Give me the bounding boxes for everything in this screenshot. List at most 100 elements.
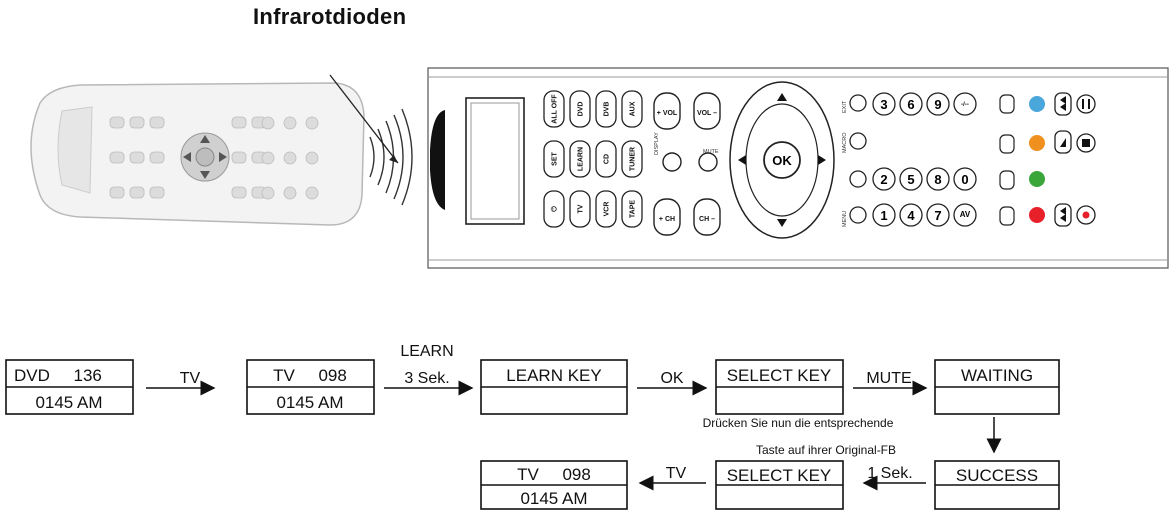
exit-label: EXIT (842, 100, 848, 113)
instruction-line-1: Drücken Sie nun die entsprechende (703, 416, 894, 430)
numpad-key-label: 7 (934, 208, 941, 223)
blue-button (1029, 96, 1045, 112)
box-learn-key-top: LEARN KEY (506, 366, 601, 385)
ir-diode-window (430, 110, 445, 210)
arrow-1sek-label: 1 Sek. (867, 465, 912, 482)
source-button-label: TV (578, 204, 585, 213)
box-waiting-top: WAITING (961, 366, 1033, 385)
source-button-label: DVD (578, 102, 585, 117)
source-button-label: AUX (630, 101, 637, 116)
fast-forward-icon (1060, 96, 1066, 111)
dpad: OK (729, 81, 835, 239)
source-button-label: ⏻ (551, 206, 559, 212)
box-waiting: WAITING (934, 359, 1060, 415)
source-buttons: ALL OFF SET ⏻ DVD LEARN TV DVB CD VCR AUX TUNER TAP… (543, 90, 643, 228)
record-icon (1082, 211, 1090, 219)
lcd-display (465, 97, 525, 225)
numpad-key-outline (899, 203, 923, 227)
source-button-label: TUNER (630, 147, 637, 171)
box-dvd-top: DVD 136 (14, 366, 102, 385)
numpad-key-outline (872, 203, 896, 227)
numpad-key-label: 9 (934, 97, 941, 112)
numpad-key-label: 2 (880, 172, 887, 187)
pause-icon (1082, 99, 1090, 109)
remotes-illustration: ALL OFF SET ⏻ DVD LEARN TV DVB CD VCR AUX TUNER TAP… (30, 67, 1169, 269)
source-button-label: DVB (604, 102, 611, 117)
stop-icon (1082, 139, 1090, 147)
instruction-line-2: Taste auf ihrer Original-FB (756, 443, 896, 457)
source-button-outline (543, 90, 565, 128)
red-button (1029, 207, 1045, 223)
numpad-key-label: 5 (907, 172, 914, 187)
infrared-waves (369, 108, 413, 206)
box-tv-top: TV 098 (273, 366, 347, 385)
numpad-key-outline (926, 92, 950, 116)
arrow-ok-label: OK (660, 370, 683, 387)
source-button-outline (569, 140, 591, 178)
box-select-key: SELECT KEY (715, 359, 844, 415)
ch-minus-button: CH – (699, 216, 715, 223)
source-button-label: TAPE (630, 200, 637, 218)
box-success-top: SUCCESS (956, 466, 1038, 485)
numpad-key-outline (899, 167, 923, 191)
box-tv-bottom: 0145 AM (276, 393, 343, 412)
arrow-tv-label-2: TV (666, 465, 687, 482)
source-button-label: CD (604, 154, 611, 164)
diagram-title: Infrarotdioden (253, 4, 407, 29)
source-button-outline (595, 140, 617, 178)
numpad-key-label: -/-- (961, 102, 969, 108)
learn-flow-diagram: DVD 136 0145 AM TV TV 098 0145 AM LEARN … (5, 343, 1060, 510)
box-select-key-top: SELECT KEY (727, 366, 832, 385)
box-dvd: DVD 136 0145 AM (5, 359, 134, 415)
macro-label: MACRO (842, 132, 848, 153)
numpad-key-label: 3 (880, 97, 887, 112)
menu-label: MENU (842, 211, 848, 227)
numpad-key-outline (953, 203, 977, 227)
source-button-label: ALL OFF (552, 94, 559, 124)
source-button-label: LEARN (578, 147, 585, 171)
numpad-key-label: 1 (880, 208, 887, 223)
source-button-label: SET (552, 151, 559, 165)
source-button-outline (543, 190, 565, 228)
source-button-outline (543, 140, 565, 178)
learning-remote: ALL OFF SET ⏻ DVD LEARN TV DVB CD VCR AUX TUNER TAP… (427, 67, 1169, 269)
source-button-outline (621, 90, 643, 128)
box-select-key-2: SELECT KEY (715, 460, 844, 510)
source-button-label: VCR (604, 202, 611, 217)
source-button-outline (621, 140, 643, 178)
source-button-outline (595, 190, 617, 228)
numpad-key-outline (872, 92, 896, 116)
box-learn-key: LEARN KEY (480, 359, 628, 415)
numpad-key-label: 0 (961, 172, 968, 187)
source-button-outline (621, 190, 643, 228)
box-success: SUCCESS (934, 460, 1060, 510)
numpad-key-outline (899, 92, 923, 116)
rewind-icon (1060, 207, 1066, 222)
vol-plus-button: + VOL (657, 110, 678, 117)
box-dvd-bottom: 0145 AM (35, 393, 102, 412)
original-remote (30, 82, 365, 226)
numpad-key-outline (926, 167, 950, 191)
box-tv-2: TV 098 0145 AM (480, 460, 628, 510)
source-button-outline (569, 190, 591, 228)
arrow-tv-label: TV (180, 370, 201, 387)
box-select-key-2-top: SELECT KEY (727, 466, 832, 485)
green-button (1029, 171, 1045, 187)
box-tv-2-top: TV 098 (517, 465, 591, 484)
numpad-key-outline (872, 167, 896, 191)
numpad-key-outline (953, 167, 977, 191)
ch-plus-button: + CH (659, 216, 675, 223)
numpad-key-label: 4 (907, 208, 915, 223)
arrow-mute-label: MUTE (866, 370, 911, 387)
numpad-key-label: 6 (907, 97, 914, 112)
box-tv: TV 098 0145 AM (246, 359, 375, 415)
pointer-line (329, 74, 399, 164)
play-icon (1060, 138, 1066, 147)
ok-button: OK (772, 153, 792, 168)
source-button-outline (569, 90, 591, 128)
numpad-key-label: AV (960, 210, 971, 219)
orange-button (1029, 135, 1045, 151)
source-button-outline (595, 90, 617, 128)
numpad-key-outline (953, 92, 977, 116)
arrow-learn-label: LEARN (400, 343, 453, 360)
